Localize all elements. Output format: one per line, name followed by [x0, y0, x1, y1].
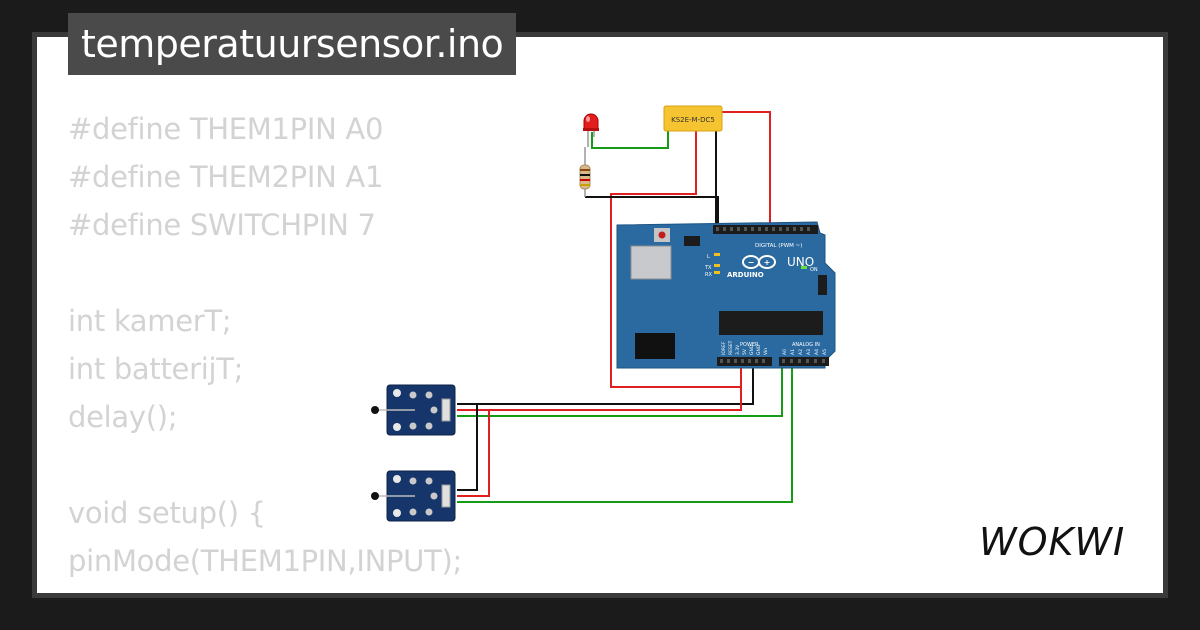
relay-label: KS2E-M-DC5 — [671, 116, 715, 124]
on-label: ON — [810, 267, 818, 273]
board-model: UNO — [787, 255, 814, 269]
code-line: int batterijT; — [68, 352, 244, 386]
microcontroller-chip — [719, 311, 823, 335]
code-line: void setup() { — [68, 496, 266, 530]
pin-vin-label: Vin — [763, 348, 769, 355]
project-preview-panel: #define THEM1PIN A0 #define THEM2PIN A1 #d… — [37, 37, 1163, 593]
board-brand: ARDUINO — [727, 271, 764, 279]
temperature-sensor-1 — [371, 384, 456, 436]
code-line: int kamerT; — [68, 304, 232, 338]
pin-ioref-label: IOREF — [721, 341, 727, 355]
relay-component: KS2E-M-DC5 — [663, 105, 723, 132]
power-header — [717, 357, 772, 366]
pin-5v-label: 5V — [742, 348, 748, 355]
pin-a1-label: A1 — [790, 349, 796, 355]
pin-a4-label: A4 — [814, 349, 820, 355]
wire-green — [457, 362, 793, 503]
wokwi-logo: WOKWI — [979, 520, 1125, 564]
digital-header-label: DIGITAL (PWM ~) — [755, 243, 802, 249]
power-label: POWER — [740, 342, 759, 348]
pin-gnd-label: GND — [749, 344, 755, 355]
arduino-logo-icon: − + — [742, 255, 776, 269]
led-tx-label: TX — [704, 265, 712, 271]
wire-red — [722, 111, 771, 234]
pin-a3-label: A3 — [806, 349, 812, 355]
analog-in-label: ANALOG IN — [792, 342, 820, 348]
code-line: pinMode(THEM1PIN,INPUT); — [68, 544, 462, 578]
wire-black — [585, 196, 719, 234]
code-line: delay(); — [68, 400, 178, 434]
usb-port — [630, 245, 672, 280]
led-l-label: L — [707, 254, 710, 260]
led-rx-label: RX — [705, 272, 712, 278]
wokwi-logo-text: WOKWI — [979, 520, 1125, 564]
pin-gnd-label: GND — [756, 344, 762, 355]
project-title: temperatuursensor.ino — [68, 13, 517, 75]
pin-a5-label: A5 — [822, 349, 828, 355]
wire-black — [457, 404, 478, 491]
led-component — [583, 113, 599, 147]
code-line: #define THEM2PIN A1 — [68, 160, 384, 194]
svg-text:+: + — [764, 258, 771, 267]
wires — [457, 111, 793, 503]
temperature-sensor-2 — [371, 470, 456, 522]
pin-reset-label: RESET — [728, 340, 734, 355]
pin-a2-label: A2 — [798, 349, 804, 355]
wire-green — [591, 122, 669, 149]
power-jack — [635, 333, 675, 359]
wire-red — [457, 362, 742, 411]
wire-black — [457, 362, 754, 405]
analog-header — [779, 357, 829, 366]
resistor-component — [579, 147, 591, 197]
pin-3v3-label: 3.3V — [735, 344, 741, 355]
code-line: #define THEM1PIN A0 — [68, 112, 384, 146]
wire-green — [457, 362, 783, 417]
pin-a0-label: A0 — [782, 349, 788, 355]
circuit-diagram: KS2E-M-DC5 — [371, 105, 836, 522]
svg-text:−: − — [748, 258, 755, 267]
arduino-uno-board: − + UNO ARDUINO DIGITAL (PWM ~) POWER AN… — [616, 221, 836, 369]
code-preview: #define THEM1PIN A0 #define THEM2PIN A1 #d… — [68, 105, 462, 593]
wire-red — [457, 410, 490, 497]
code-line: #define SWITCHPIN 7 — [68, 208, 376, 242]
code-line: pinMode(THEM2PIN,INPUT); — [68, 585, 462, 593]
